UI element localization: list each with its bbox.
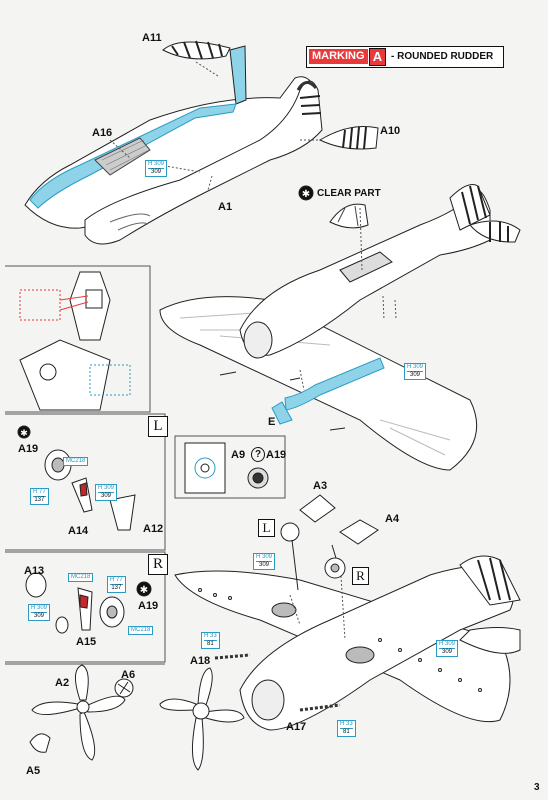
label-a19-right: A19	[138, 600, 159, 612]
right-side-box: R	[148, 554, 168, 575]
cockpit-detail-frame	[5, 265, 151, 413]
left-side-box: L	[148, 416, 168, 437]
label-a2: A2	[55, 677, 70, 689]
label-a1: A1	[218, 201, 233, 213]
fuselage-assembly-drawing	[24, 40, 379, 245]
left-wheel-drawing: ✱	[17, 425, 136, 531]
clear-part-label: CLEAR PART	[317, 188, 381, 199]
right-gear-box: R	[352, 567, 369, 585]
label-a5: A5	[26, 765, 41, 777]
svg-text:✱: ✱	[140, 585, 148, 596]
label-a14: A14	[68, 525, 89, 537]
mc-code: MC218	[128, 626, 154, 635]
label-a19-mid: A19	[266, 449, 287, 461]
label-a15: A15	[76, 636, 97, 648]
label-a4: A4	[385, 513, 400, 525]
right-wheel-frame	[5, 551, 166, 663]
marking-text: - ROUNDED RUDDER	[391, 51, 494, 62]
page-number: 3	[534, 782, 540, 793]
label-a12: A12	[143, 523, 164, 535]
label-a10: A10	[380, 125, 401, 137]
mc-code: MC218	[68, 573, 94, 582]
svg-text:✱: ✱	[302, 189, 310, 200]
label-a19-left: A19	[18, 443, 39, 455]
cockpit-detail-drawing	[19, 271, 131, 411]
label-a6: A6	[121, 669, 136, 681]
right-wheel-drawing: ✱	[25, 572, 152, 634]
left-wheel-frame	[5, 413, 166, 551]
left-gear-box: L	[258, 519, 275, 537]
label-a9: A9	[231, 449, 246, 461]
marking-word: MARKING	[309, 49, 368, 64]
wheel-mask-drawing	[184, 442, 269, 494]
svg-text:✱: ✱	[20, 429, 28, 439]
wheel-mask-frame	[174, 435, 286, 499]
label-a16: A16	[92, 127, 113, 139]
label-a17: A17	[286, 721, 307, 733]
label-a11: A11	[142, 32, 162, 44]
label-a3: A3	[313, 480, 328, 492]
mc-code: MC218	[63, 457, 89, 466]
label-a18: A18	[190, 655, 211, 667]
propeller-drawing	[29, 664, 245, 771]
label-question: ?	[251, 447, 265, 462]
marking-banner: MARKING A - ROUNDED RUDDER	[306, 46, 504, 68]
marking-letter: A	[369, 48, 386, 66]
underside-assembly-drawing	[174, 494, 521, 731]
label-a13: A13	[24, 565, 45, 577]
wing-assembly-drawing: ✱	[159, 184, 521, 471]
label-e: E	[268, 416, 276, 428]
